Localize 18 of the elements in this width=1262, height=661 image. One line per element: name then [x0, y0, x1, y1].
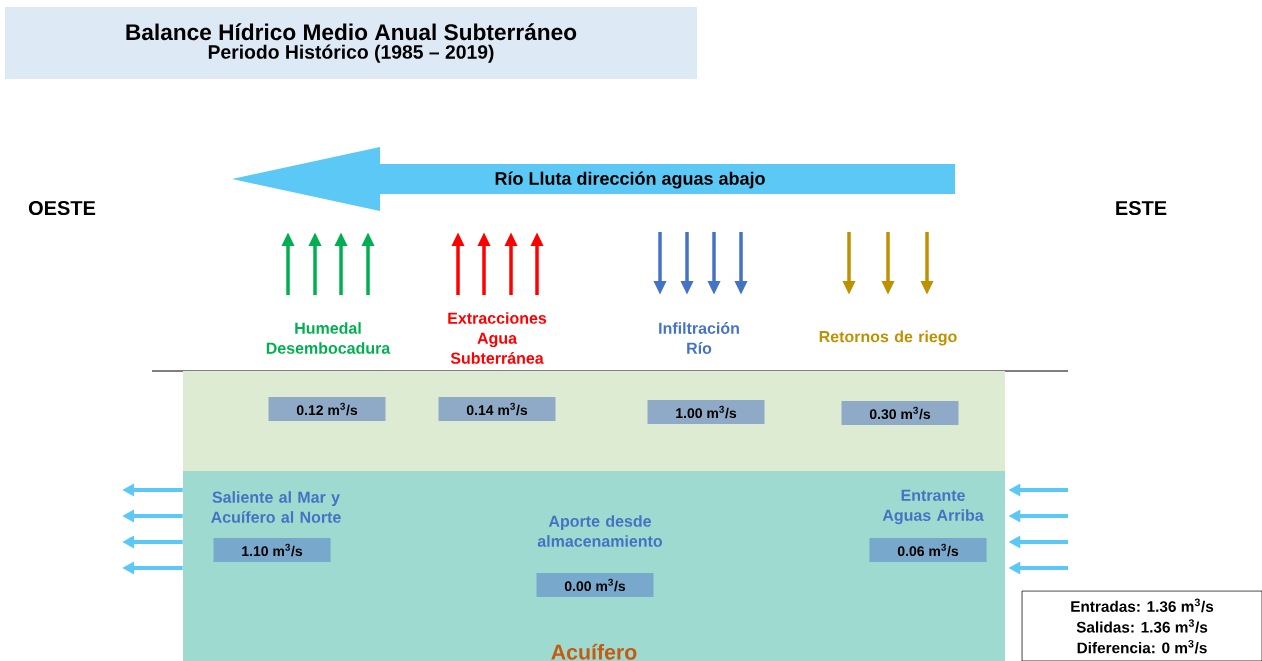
flow-label: Aporte desde almacenamiento	[537, 515, 663, 547]
flow-label: Extracciones Agua Subterránea	[448, 312, 547, 364]
value-box: 0.14 m$^{3}$/s	[438, 397, 556, 421]
value-box: 0.30 m$^{3}$/s	[841, 401, 959, 425]
direction-label: OESTE	[28, 200, 96, 216]
flow-label: Humedal Desembocadura	[266, 322, 391, 354]
value-box: 1.10 m$^{3}$/s	[213, 538, 331, 562]
summary-box: Entradas: 1.36 m$^{3}$/s Salidas: 1.36 m$^{3}$/s Diferencia: 0 m$^{3}$/s	[1021, 590, 1262, 661]
flow-label: Retornos de riego	[819, 330, 957, 346]
direction-label: ESTE	[1116, 200, 1167, 216]
flow-label: Entrante Aguas Arriba	[882, 489, 984, 525]
flow-label: Saliente al Mar y Acuífero al Norte	[211, 491, 341, 523]
value-box: 0.00 m$^{3}$/s	[536, 573, 654, 597]
flow-label: Infiltración Río	[659, 322, 739, 354]
value-box: 0.06 m$^{3}$/s	[869, 538, 987, 562]
title-box: Balance Hídrico Medio Anual Subterráneo Periodo Histórico (1985 – 2019)	[5, 7, 697, 79]
value-box: 1.00 m$^{3}$/s	[647, 400, 765, 424]
value-box: 0.12 m$^{3}$/s	[268, 397, 386, 421]
